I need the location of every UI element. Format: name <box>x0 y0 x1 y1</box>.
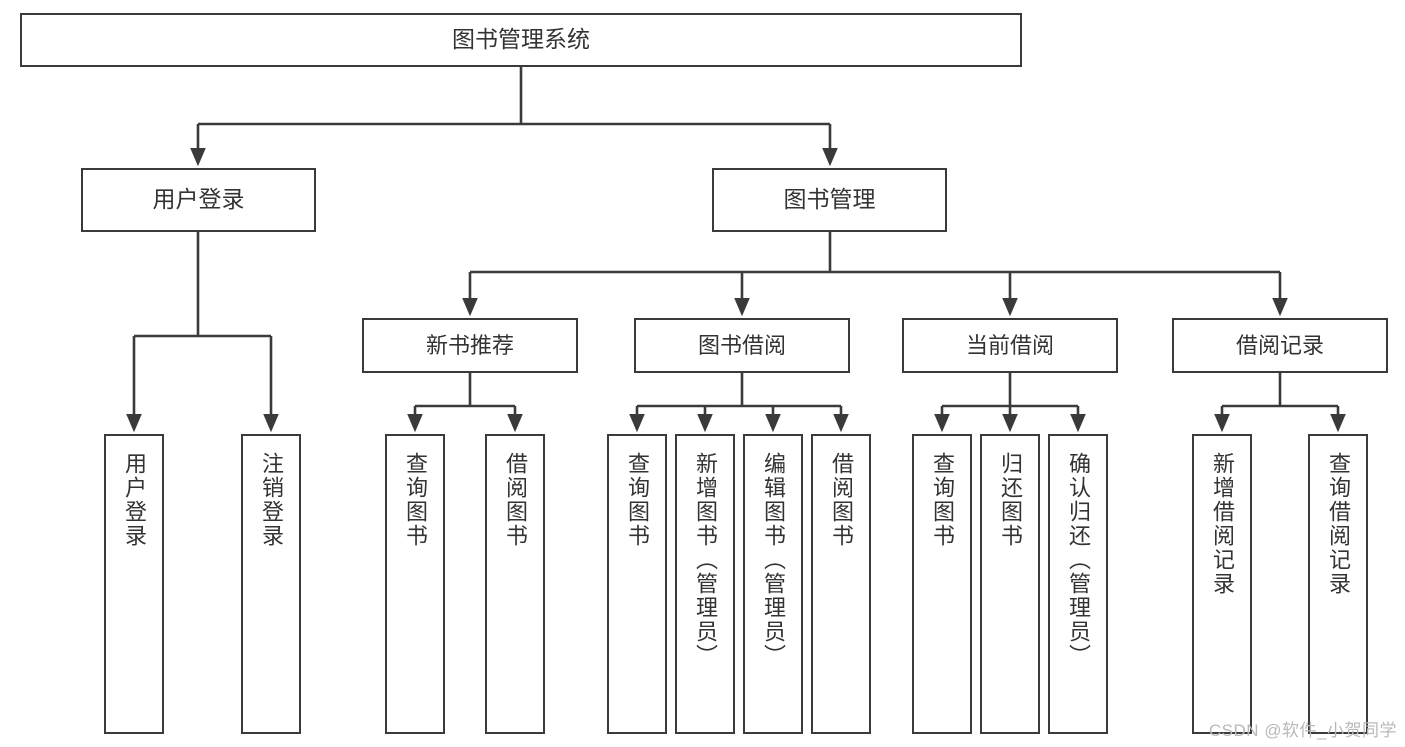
leaf-borrow-book-recommend[interactable]: 借阅图书 <box>485 434 545 734</box>
leaf-query-borrow-record[interactable]: 查询借阅记录 <box>1308 434 1368 734</box>
leaf-query-book-current[interactable]: 查询图书 <box>912 434 972 734</box>
node-label: 借阅记录 <box>1235 332 1324 358</box>
leaf-edit-book-admin[interactable]: 编辑图书（管理员） <box>743 434 803 734</box>
node-new-book-recommend[interactable]: 新书推荐 <box>362 318 578 373</box>
node-label: 用户登录 <box>152 186 245 213</box>
leaf-borrow-book[interactable]: 借阅图书 <box>811 434 871 734</box>
leaf-confirm-return-admin[interactable]: 确认归还（管理员） <box>1048 434 1108 734</box>
node-label: 借阅图书 <box>829 452 854 548</box>
node-label: 用户登录 <box>122 452 147 548</box>
leaf-add-borrow-record[interactable]: 新增借阅记录 <box>1192 434 1252 734</box>
node-label: 图书借阅 <box>697 332 786 358</box>
node-label: 图书管理 <box>783 186 876 213</box>
csdn-watermark: CSDN @软件_小贺同学 <box>1208 721 1397 740</box>
leaf-add-book-admin[interactable]: 新增图书（管理员） <box>675 434 735 734</box>
node-label: 归还图书 <box>998 452 1023 548</box>
node-label: 查询图书 <box>625 452 650 548</box>
node-book-borrow[interactable]: 图书借阅 <box>634 318 850 373</box>
node-current-borrow[interactable]: 当前借阅 <box>902 318 1118 373</box>
node-label: 新增借阅记录 <box>1210 452 1235 596</box>
leaf-return-book[interactable]: 归还图书 <box>980 434 1040 734</box>
node-label: 确认归还（管理员） <box>1066 452 1091 668</box>
leaf-query-book-borrow[interactable]: 查询图书 <box>607 434 667 734</box>
node-label: 编辑图书（管理员） <box>761 452 786 668</box>
leaf-query-book-recommend[interactable]: 查询图书 <box>385 434 445 734</box>
leaf-logout[interactable]: 注销登录 <box>241 434 301 734</box>
node-root-system[interactable]: 图书管理系统 <box>20 13 1022 67</box>
node-label: 查询图书 <box>930 452 955 548</box>
node-label: 注销登录 <box>259 452 284 548</box>
node-label: 当前借阅 <box>965 332 1054 358</box>
node-label: 新增图书（管理员） <box>693 452 718 668</box>
node-label: 新书推荐 <box>425 332 514 358</box>
node-borrow-record[interactable]: 借阅记录 <box>1172 318 1388 373</box>
node-label: 借阅图书 <box>503 452 528 548</box>
node-user-login[interactable]: 用户登录 <box>81 168 316 232</box>
node-label: 图书管理系统 <box>452 26 590 53</box>
node-label: 查询借阅记录 <box>1326 452 1351 596</box>
node-book-management[interactable]: 图书管理 <box>712 168 947 232</box>
leaf-user-login[interactable]: 用户登录 <box>104 434 164 734</box>
node-label: 查询图书 <box>403 452 428 548</box>
